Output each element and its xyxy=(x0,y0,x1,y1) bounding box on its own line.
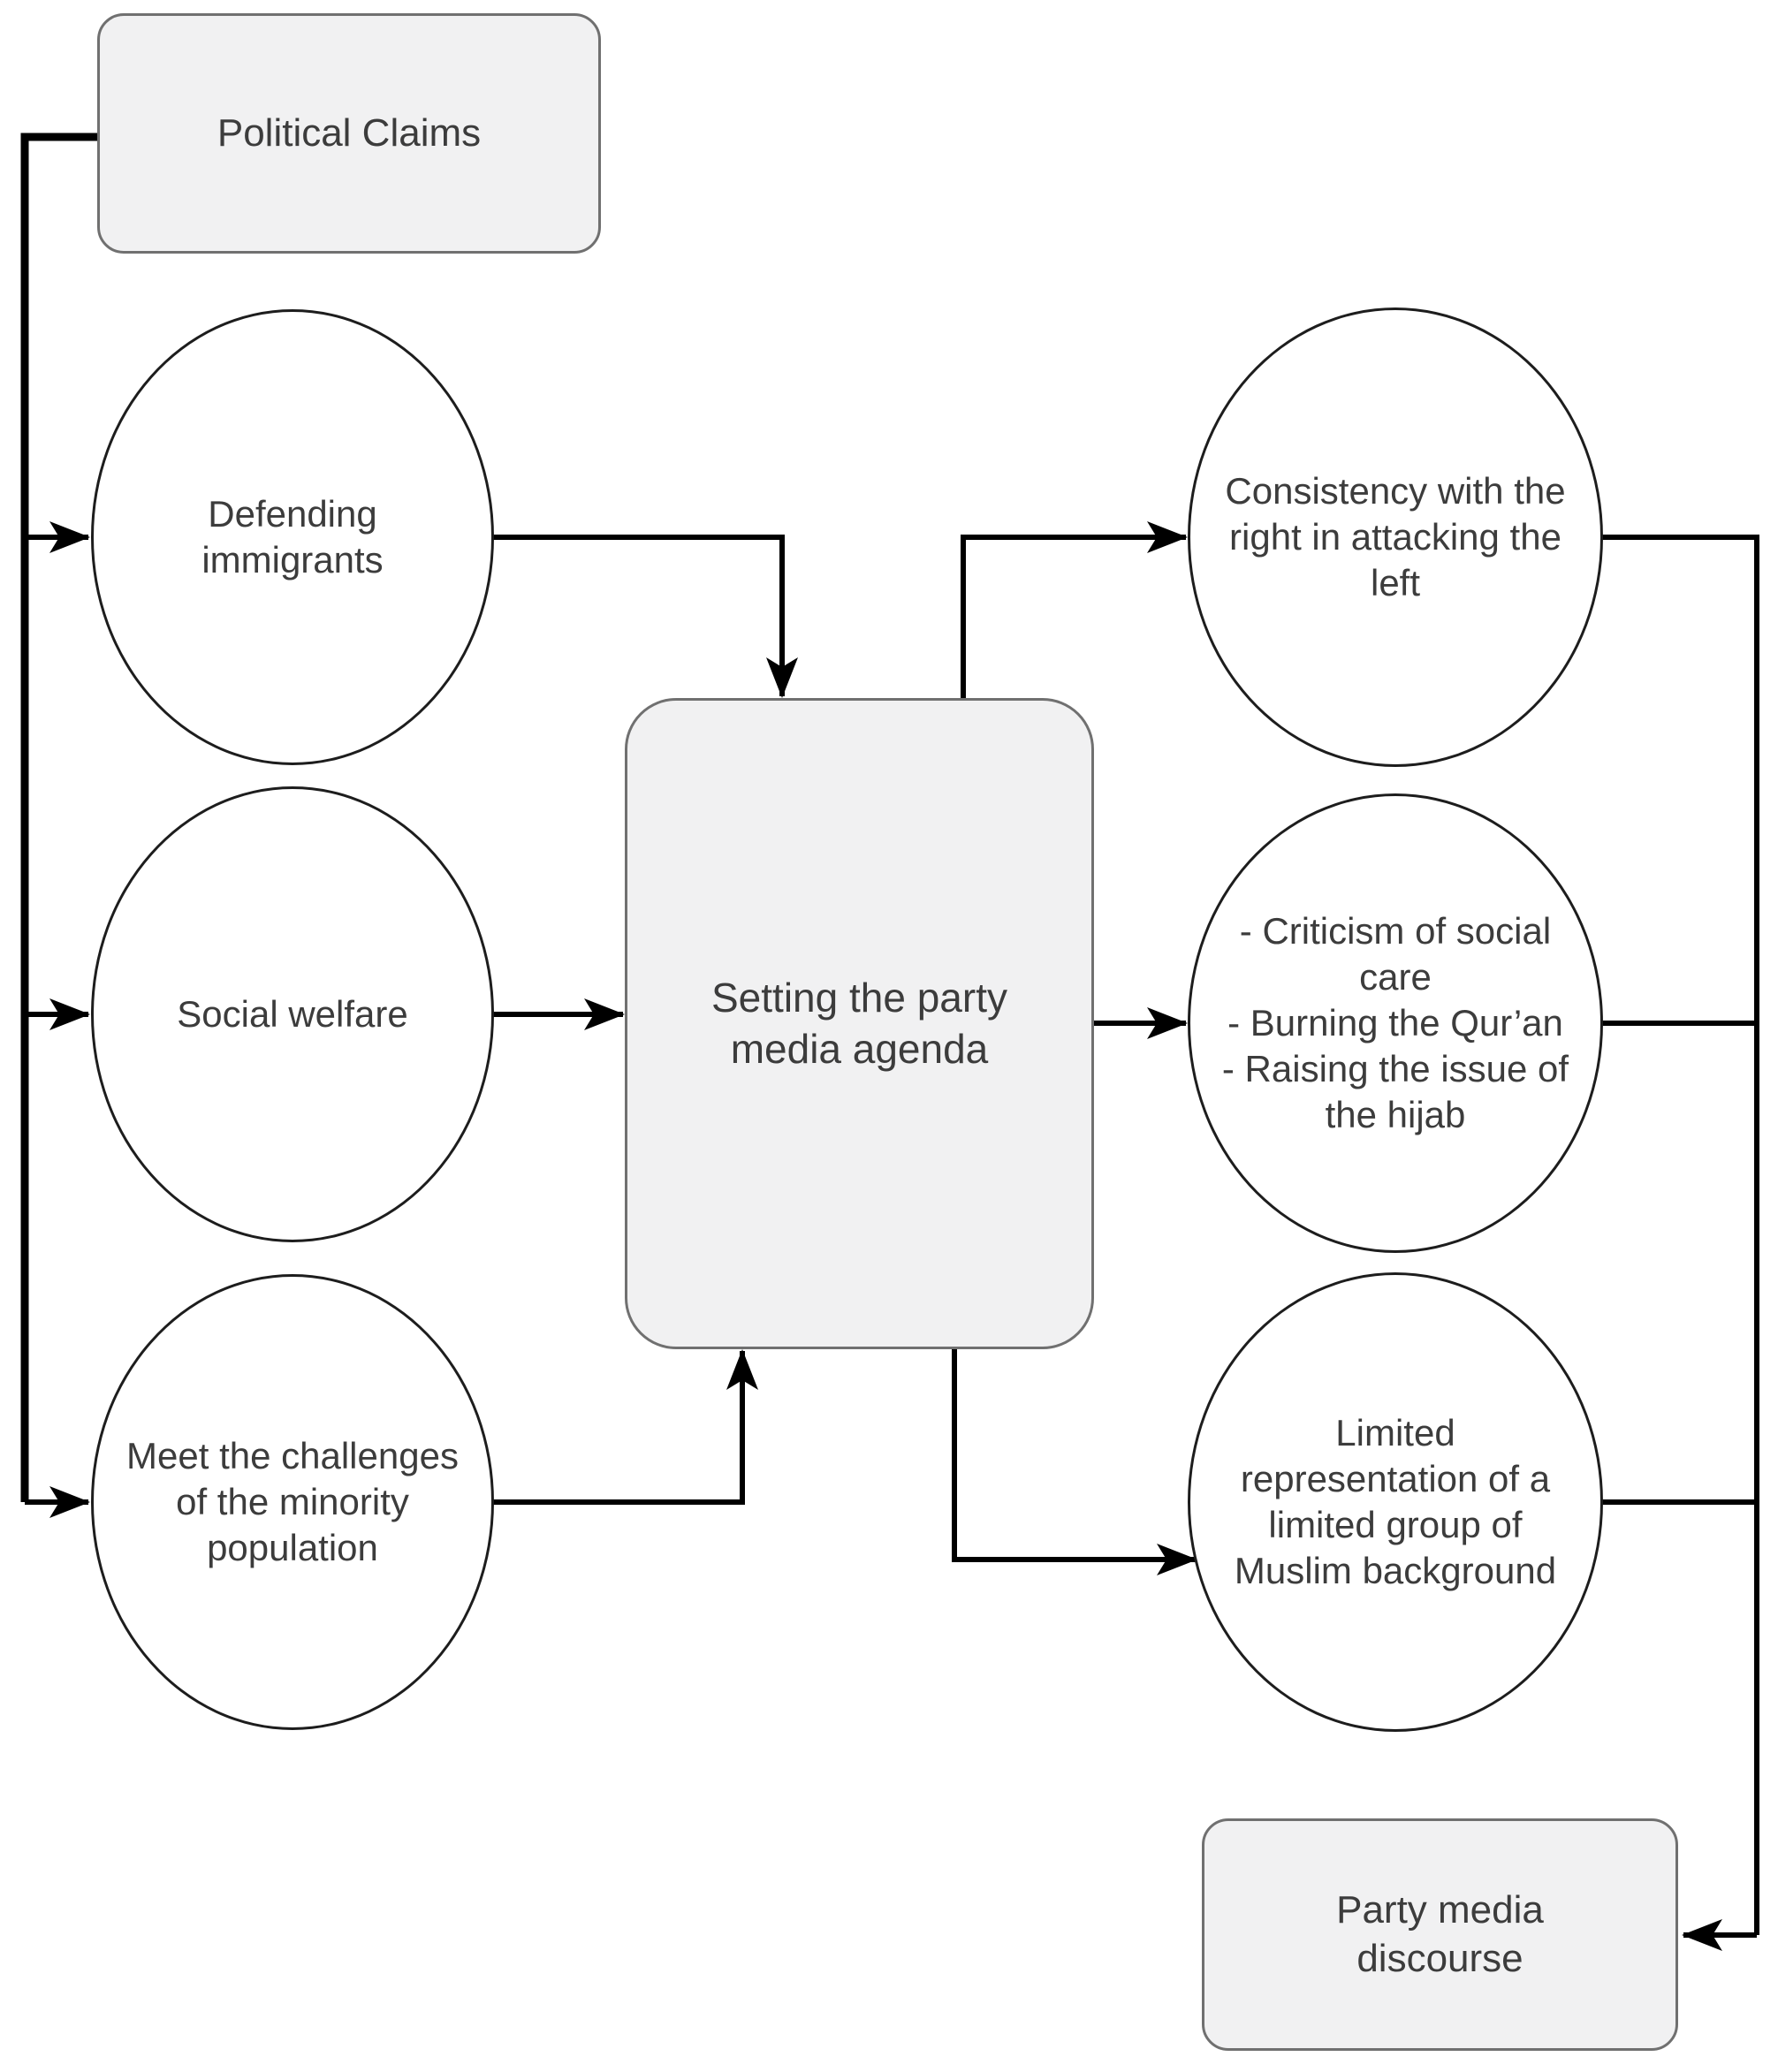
setting-party-media-agenda-box: Setting the party media agenda xyxy=(625,698,1094,1349)
social-welfare-circle: Social welfare xyxy=(91,786,494,1242)
party-media-discourse-box: Party media discourse xyxy=(1202,1818,1678,2051)
criticisms-circle: - Criticism of social care - Burning the… xyxy=(1188,793,1603,1253)
limited-representation-circle: Limited representation of a limited grou… xyxy=(1188,1272,1603,1732)
defending-immigrants-circle: Defending immigrants xyxy=(91,309,494,765)
connector-right-trunk xyxy=(1601,535,1759,1935)
connector-agenda-to-consistency xyxy=(961,521,1188,698)
consistency-circle: Consistency with the right in attacking … xyxy=(1188,307,1603,767)
connector-agenda-to-limited xyxy=(952,1349,1197,1575)
connector-challenges-to-agenda xyxy=(492,1349,758,1505)
meet-challenges-circle: Meet the challenges of the minority popu… xyxy=(91,1274,494,1730)
political-claims-box: Political Claims xyxy=(97,13,601,254)
connector-claims-trunk xyxy=(20,133,97,1502)
connector-defending-to-agenda xyxy=(492,535,798,698)
